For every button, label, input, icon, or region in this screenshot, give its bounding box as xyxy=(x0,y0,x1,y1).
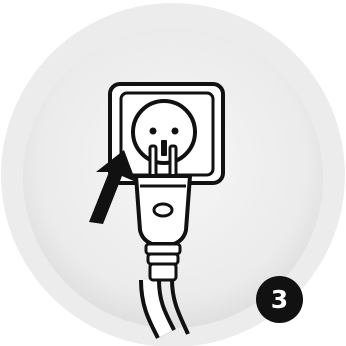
wall-socket-icon xyxy=(108,82,225,185)
step-number-badge: 3 xyxy=(256,276,303,323)
plug-icon xyxy=(133,144,193,282)
plug-cable xyxy=(139,279,190,339)
insert-arrow-icon xyxy=(89,150,136,224)
